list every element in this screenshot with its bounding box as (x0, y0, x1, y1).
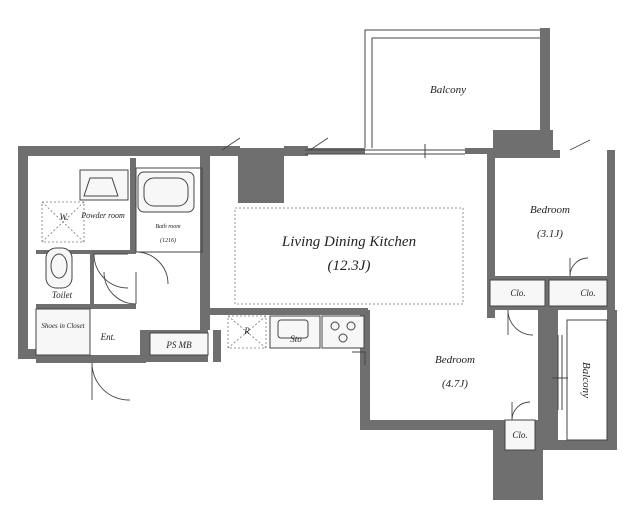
ps-mb-box (149, 332, 209, 356)
label-shoes-closet: Shoes in Closet (41, 322, 85, 330)
label-balcony-top: Balcony (430, 84, 466, 96)
label-wash: W. (60, 212, 69, 222)
label-ldk: Living Dining Kitchen (281, 234, 416, 250)
label-closet-a: Clo. (510, 288, 525, 298)
balcony-right-outline (552, 319, 608, 441)
label-entrance: Ent. (100, 332, 116, 342)
label-refrigerator: R (243, 326, 250, 336)
label-storage: Sto (290, 334, 302, 344)
closet-b (548, 279, 608, 307)
fixtures (35, 167, 608, 451)
label-bathroom: Bath room (155, 224, 181, 230)
label-bedroom-1: Bedroom (530, 204, 570, 216)
kitchen-stove (321, 315, 365, 349)
shoes-closet-box (35, 308, 91, 356)
refrigerator-space (227, 315, 267, 349)
label-balcony-right: Balcony (580, 362, 592, 398)
label-closet-b: Clo. (580, 288, 595, 298)
ldk-floor-area (234, 207, 464, 305)
label-bedroom-2-size: (4.7J) (442, 378, 468, 390)
label-closet-c: Clo. (512, 430, 527, 440)
label-powder-room: Powder room (80, 211, 125, 220)
label-bedroom-2: Bedroom (435, 354, 475, 366)
label-toilet: Toilet (52, 290, 73, 300)
label-ldk-size: (12.3J) (328, 258, 371, 274)
closet-a (489, 279, 546, 307)
balcony-top-outline (305, 29, 540, 158)
closet-c (504, 419, 536, 451)
bathtub (137, 171, 195, 213)
label-bedroom-1-size: (3.1J) (537, 228, 563, 240)
doors (91, 137, 591, 421)
label-ps-mb: PS MB (165, 340, 192, 350)
label-bathroom-size: (1216) (160, 237, 176, 244)
washing-machine-space (41, 201, 85, 243)
